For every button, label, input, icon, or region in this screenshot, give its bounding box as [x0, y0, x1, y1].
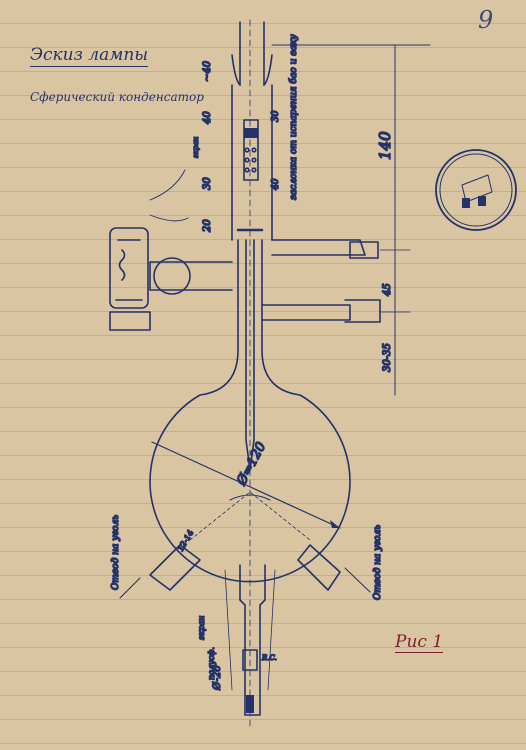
sphere [149, 349, 351, 583]
dimension-labels: ~40 40 30 20 140 45 30-35 30 40 Ø=120 Ø-… [175, 59, 395, 691]
dim-40: ~40 [202, 60, 213, 82]
needle [245, 239, 255, 471]
note-bottom-left2: полусф. [207, 647, 216, 680]
side-arm-lower [261, 304, 351, 321]
left-branch [149, 261, 233, 291]
dim-diameter: Ø=120 [234, 440, 269, 489]
dim-3035: 30-35 [382, 343, 393, 372]
note-side-left: Отвод на уголь [111, 515, 121, 590]
top-tube [239, 21, 265, 86]
top-flange [231, 54, 273, 86]
diameter-line [151, 441, 341, 529]
dim-40c: 40 [271, 178, 281, 191]
upper-electrode [243, 119, 259, 181]
dim-diameter-bottom: Ø-26 [212, 665, 223, 691]
side-arm-lower-end [344, 299, 381, 323]
figure-label: Рис 1 [395, 632, 444, 653]
bottom-tube [239, 564, 266, 716]
inset-circle [435, 149, 517, 231]
dim-40b: 40 [202, 111, 213, 125]
dim-30: 30 [202, 177, 213, 190]
right-leg [297, 544, 341, 591]
electrode-block [244, 128, 258, 138]
sketch-subtitle: Сферический конденсатор [30, 90, 204, 104]
page-number: 9 [478, 6, 494, 34]
dim-140: 140 [376, 131, 394, 160]
note-side-right: Отвод на уголь [373, 525, 383, 600]
dim-1214: 12-14 [176, 529, 195, 553]
bottom-block [242, 649, 258, 671]
left-bulb [109, 227, 149, 309]
side-arm-upper-end [349, 241, 379, 259]
note-bottom-left: экран [197, 616, 206, 640]
neck-tube [231, 84, 273, 241]
notes-labels: экран заслонка от испарения бао и ваку О… [110, 33, 384, 681]
side-arm-upper [271, 239, 366, 256]
dim-20: 20 [202, 219, 213, 233]
left-leg [149, 544, 201, 591]
left-ring [153, 257, 191, 295]
sketch-title: Эскиз лампы [30, 45, 149, 67]
dim-45: 45 [382, 283, 393, 297]
stem [237, 239, 263, 351]
dim-30b: 30 [271, 110, 281, 122]
note-shutter: заслонка от испарения бао и ваку [288, 34, 299, 200]
note-screen: экран [192, 136, 200, 158]
note-rc: R.C. [261, 654, 277, 662]
